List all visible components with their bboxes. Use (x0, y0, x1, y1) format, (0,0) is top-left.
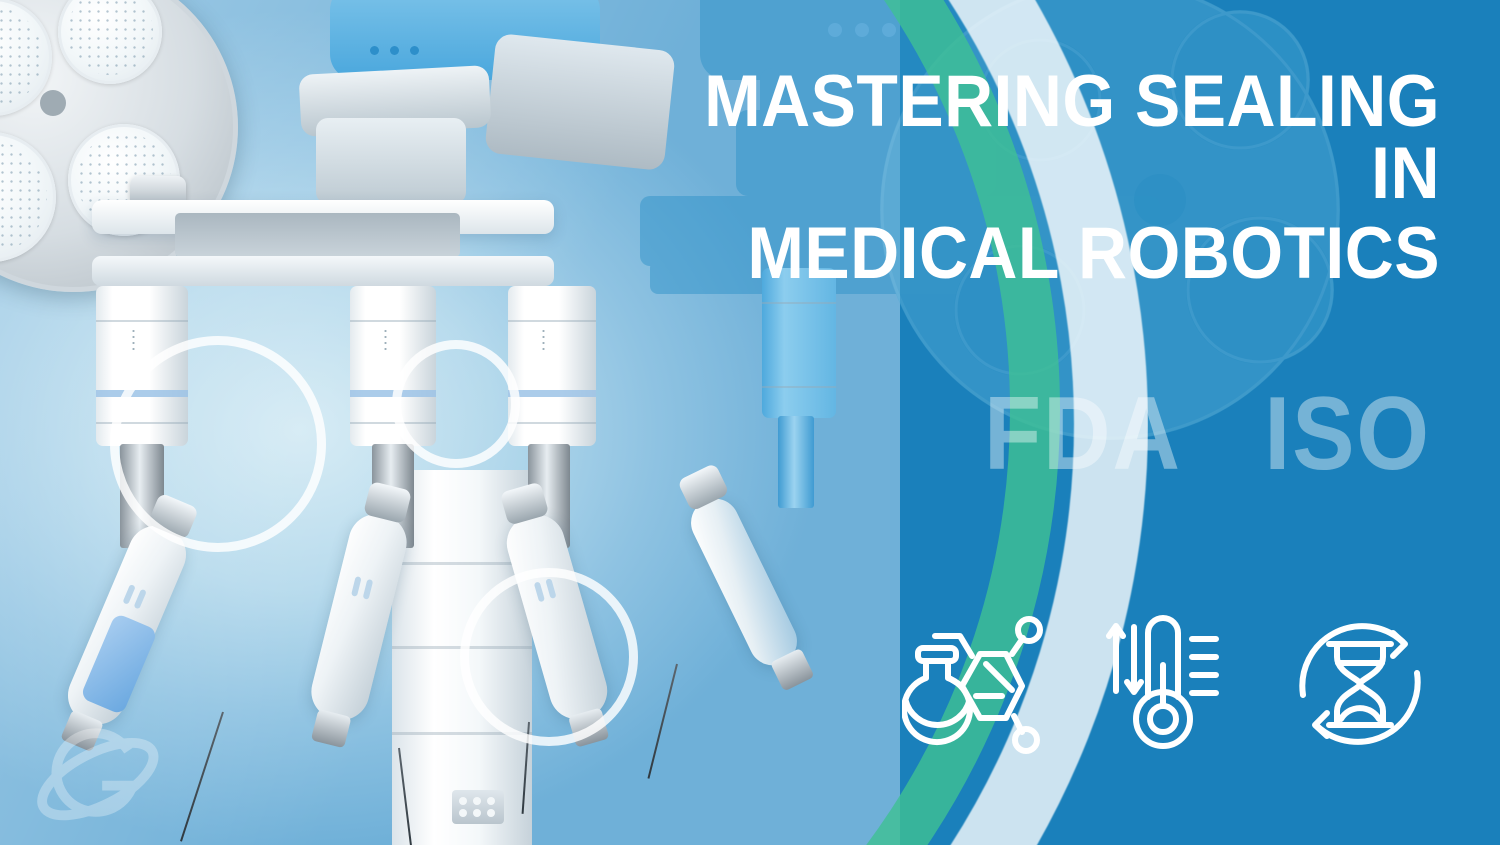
headline-line-2: MEDICAL ROBOTICS (747, 212, 1440, 294)
standard-fda-label: FDA (984, 376, 1182, 492)
feature-icon-row (900, 596, 1440, 772)
hourglass-cycle-icon (1299, 623, 1421, 745)
standard-iso-label: ISO (1264, 376, 1431, 492)
g-orbit-logo-watermark (37, 728, 159, 821)
feature-service-life-cycles (1280, 596, 1440, 772)
feature-temperature-range (1090, 596, 1250, 772)
page-title: MASTERING SEALING IN MEDICAL ROBOTICS (640, 61, 1440, 294)
feature-chemical-resistance (900, 596, 1060, 772)
thermometer-temperature-range-icon (1106, 615, 1219, 749)
headline-line-1: MASTERING SEALING IN (704, 61, 1440, 215)
chemical-flask-molecule-icon (902, 616, 1043, 754)
